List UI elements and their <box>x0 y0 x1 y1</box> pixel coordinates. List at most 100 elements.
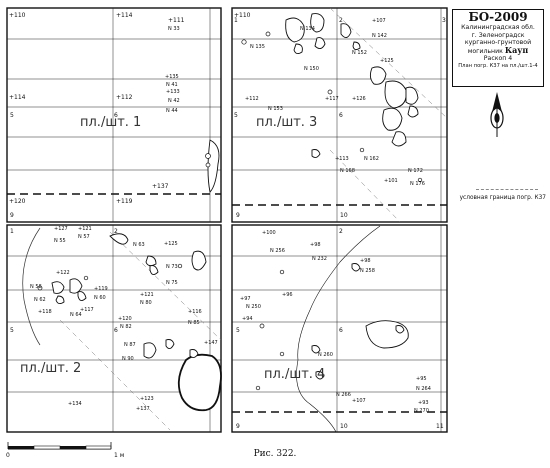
large-stone <box>177 353 222 412</box>
level-mark: +97 <box>240 296 251 302</box>
find-number: N 150 <box>304 66 319 72</box>
find-number: N 168 <box>340 168 355 174</box>
find-number: N 90 <box>122 356 134 362</box>
level-mark: +101 <box>384 178 398 184</box>
level-mark: +112 <box>245 96 259 102</box>
level-mark: +135 <box>165 74 179 80</box>
find-number: N 41 <box>166 82 178 88</box>
find-number: N 260 <box>318 352 333 358</box>
find-number: N 73 <box>166 264 178 270</box>
stone <box>207 139 220 193</box>
level-mark: +113 <box>335 156 349 162</box>
legend: условная граница погр. К37 <box>454 189 546 201</box>
grid-square-label: 9 <box>236 212 240 219</box>
grid-square-label: 6 <box>114 112 118 119</box>
grid-square-label: 1 <box>234 17 238 24</box>
scale-bar: 0 1 м <box>6 442 124 459</box>
soil-boundary <box>296 225 381 433</box>
panel-3-border <box>231 7 448 223</box>
find-number: N 172 <box>408 168 423 174</box>
find-number: N 55 <box>54 238 66 244</box>
grid-square-label: 5 <box>234 112 238 119</box>
find-number: N 82 <box>120 324 132 330</box>
figure-caption: Рис. 322. <box>253 449 297 459</box>
panel-layer-1: +110 +114 +111 N 33 +114 +112 +135 N 41 … <box>6 7 222 223</box>
panel-title: пл./шт. 1 <box>80 115 141 130</box>
find-number: N 250 <box>246 304 261 310</box>
level-mark: +118 <box>38 309 52 315</box>
plan-description: План погр. К37 на пл./шт.1-4 <box>458 62 538 69</box>
find-number: N 58 <box>30 284 42 290</box>
legend-label: условная граница погр. К37 <box>459 195 546 201</box>
level-mark: +134 <box>68 401 82 407</box>
level-mark: +117 <box>80 307 94 313</box>
grid-square-label: 5 <box>10 327 14 334</box>
level-mark: +95 <box>416 376 427 382</box>
panel-2-border <box>6 224 222 433</box>
level-mark: +125 <box>380 58 394 64</box>
site-type-line: курганно-грунтовой <box>464 39 532 47</box>
legend-dashed-line <box>476 189 538 190</box>
grid-square-label: 10 <box>340 423 348 430</box>
level-mark: +147 <box>204 340 218 346</box>
level-mark: +120 <box>9 198 26 205</box>
excavation-line: Раскоп 4 <box>483 55 513 63</box>
level-mark: +122 <box>56 270 70 276</box>
level-mark: +121 <box>140 292 154 298</box>
level-mark: +112 <box>116 94 133 101</box>
level-mark: +110 <box>234 12 251 19</box>
panel-layer-3: +110 1 2 3 +107 N 135 N 134 N 142 N 152 … <box>231 7 448 223</box>
scale-start-label: 0 <box>6 452 10 459</box>
level-mark: +110 <box>9 12 26 19</box>
panel-1-border <box>6 7 222 223</box>
level-mark: +137 <box>152 183 169 190</box>
find-number: N 270 <box>414 408 429 414</box>
panel-title: пл./шт. 3 <box>256 115 317 130</box>
region-line: Калининградская обл. <box>461 24 535 31</box>
level-mark: +127 <box>54 226 68 232</box>
level-mark: +107 <box>372 18 386 24</box>
grid-square-label: 9 <box>10 212 14 219</box>
find-number: N 87 <box>124 342 136 348</box>
level-mark: +123 <box>140 396 154 402</box>
grid-square-label: 1 <box>10 228 14 235</box>
grid-square-label: 2 <box>114 228 118 235</box>
find-number: N 44 <box>166 108 178 114</box>
site-name-line: могильник Кауп <box>453 46 543 56</box>
level-mark: +96 <box>282 292 293 298</box>
find-number: N 85 <box>188 320 200 326</box>
level-mark: +98 <box>360 258 371 264</box>
level-mark: +107 <box>352 398 366 404</box>
find-number: N 258 <box>360 268 375 274</box>
level-mark: +137 <box>136 406 150 412</box>
grid-square-label: 2 <box>339 228 343 235</box>
find-number: N 256 <box>270 248 285 254</box>
grid-square-label: 3 <box>442 17 446 24</box>
find-number: N 153 <box>268 106 283 112</box>
panel-title: пл./шт. 2 <box>20 361 81 376</box>
find-number: N 264 <box>416 386 431 392</box>
panel-layer-4: 2 +100 N 256 +98 N 232 N 258 +98 +97 +96… <box>231 224 448 433</box>
grid-square-label: 6 <box>339 327 343 334</box>
find-number: N 232 <box>312 256 327 262</box>
level-mark: +94 <box>242 316 253 322</box>
grid-square-label: 9 <box>236 423 240 430</box>
find-number: N 135 <box>250 44 265 50</box>
find-number: N 60 <box>94 295 106 301</box>
site-type-prefix: могильник <box>467 47 503 55</box>
grid-square-label: 5 <box>236 327 240 334</box>
find-number: N 57 <box>78 234 90 240</box>
level-mark: +111 <box>168 17 185 24</box>
level-mark: +121 <box>78 226 92 232</box>
find-number: N 75 <box>166 280 178 286</box>
title-block: БО-2009 Калининградская обл. г. Зеленогр… <box>452 9 544 87</box>
level-mark: +114 <box>116 12 133 19</box>
level-mark: +114 <box>9 94 26 101</box>
grid-square-label: 11 <box>436 423 444 430</box>
find-number: N 64 <box>70 312 82 318</box>
find-number: N 63 <box>133 242 145 248</box>
find-number: N 33 <box>168 26 180 32</box>
grid-square-label: 10 <box>340 212 348 219</box>
find-number: N 62 <box>34 297 46 303</box>
level-mark: +100 <box>262 230 276 236</box>
